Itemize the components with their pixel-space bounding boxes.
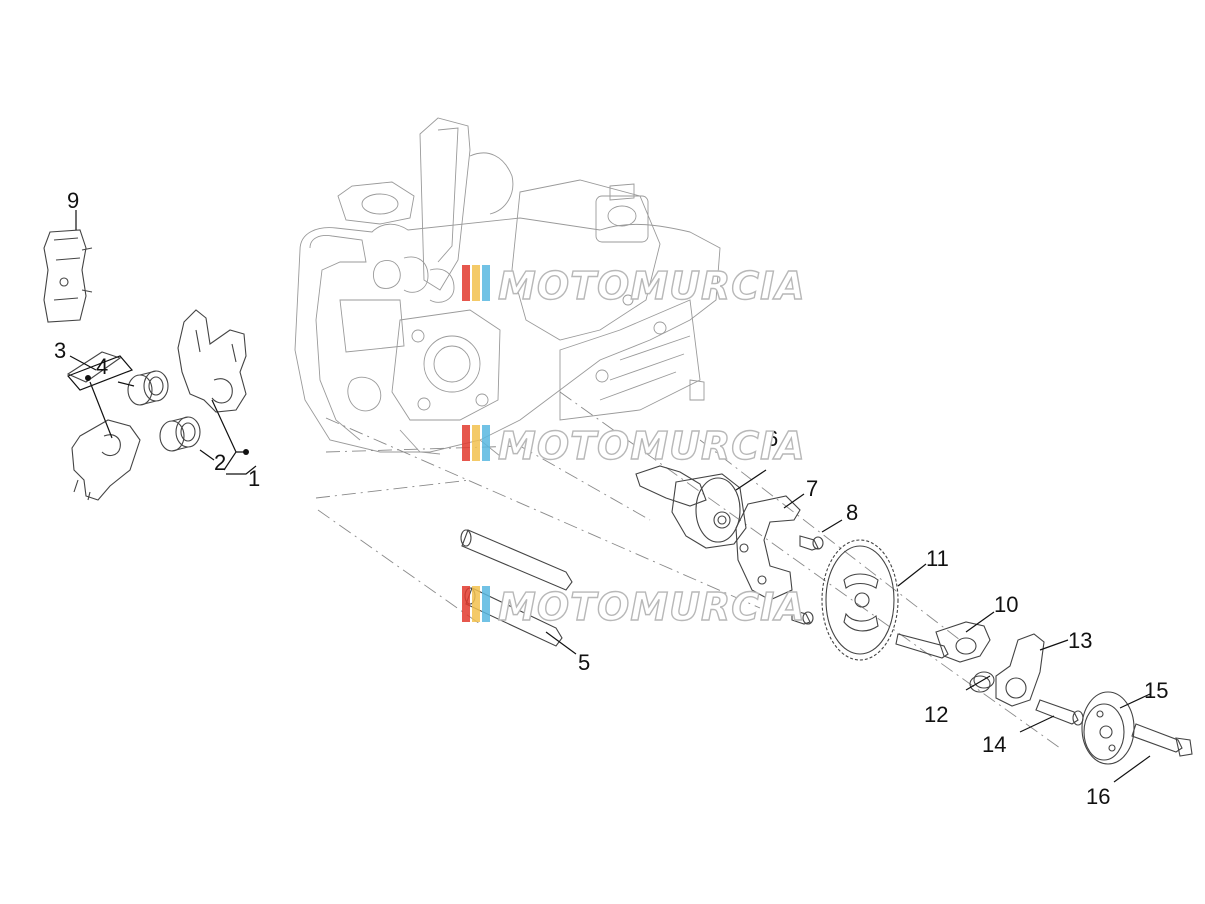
callout-5: 5 [578, 650, 590, 675]
watermark-top: MOTOMURCIA [462, 263, 806, 309]
watermark-stripe-2 [472, 265, 480, 301]
callout-12: 12 [924, 702, 948, 727]
callout-3: 3 [54, 338, 66, 363]
part-1-drawing [177, 309, 247, 413]
watermark-stripe-3 [482, 425, 490, 461]
part-16-drawing [1131, 723, 1193, 757]
part-2-drawing [159, 416, 201, 452]
callout-10: 10 [994, 592, 1018, 617]
part-8-drawing [791, 535, 824, 625]
callout-labels: 9 3 4 2 1 5 6 7 8 11 10 13 12 15 14 16 [54, 188, 1168, 809]
callout-1: 1 [248, 466, 260, 491]
part-6-drawing [635, 465, 747, 549]
callout-9: 9 [67, 188, 79, 213]
assembly-axes [315, 391, 1061, 749]
callout-11: 11 [926, 546, 949, 571]
part-9-drawing [43, 229, 93, 323]
watermark-stripe-3 [482, 265, 490, 301]
watermark-middle: MOTOMURCIA [462, 423, 806, 469]
watermark-stripe-2 [472, 586, 480, 622]
callout-8: 8 [846, 500, 858, 525]
callout-14: 14 [982, 732, 1006, 757]
leader-lines [66, 210, 1151, 783]
watermark-stripe-1 [462, 586, 470, 622]
callout-6: 6 [766, 426, 778, 451]
watermark-text: MOTOMURCIA [498, 585, 806, 629]
watermark-stripe-2 [472, 425, 480, 461]
part-13-drawing [995, 633, 1045, 707]
part-12-drawing [969, 671, 995, 693]
watermark-stripe-3 [482, 586, 490, 622]
watermark-text: MOTOMURCIA [498, 264, 806, 308]
callout-2: 2 [214, 450, 226, 475]
part-4-drawing [127, 370, 169, 406]
engine-head-drawing [294, 117, 721, 457]
callout-13: 13 [1068, 628, 1092, 653]
part-7-drawing [735, 495, 801, 601]
part-15-drawing [1081, 691, 1135, 765]
callout-7: 7 [806, 476, 818, 501]
part-11-drawing [821, 539, 899, 661]
watermark-bottom: MOTOMURCIA [462, 584, 806, 630]
watermark-stripe-1 [462, 425, 470, 461]
part-10-drawing [895, 621, 991, 663]
callout-15: 15 [1144, 678, 1168, 703]
callout-16: 16 [1086, 784, 1110, 809]
part-3-drawing [66, 351, 141, 501]
callout-4: 4 [96, 354, 108, 379]
watermark-text: MOTOMURCIA [498, 424, 806, 468]
watermark-stripe-1 [462, 265, 470, 301]
